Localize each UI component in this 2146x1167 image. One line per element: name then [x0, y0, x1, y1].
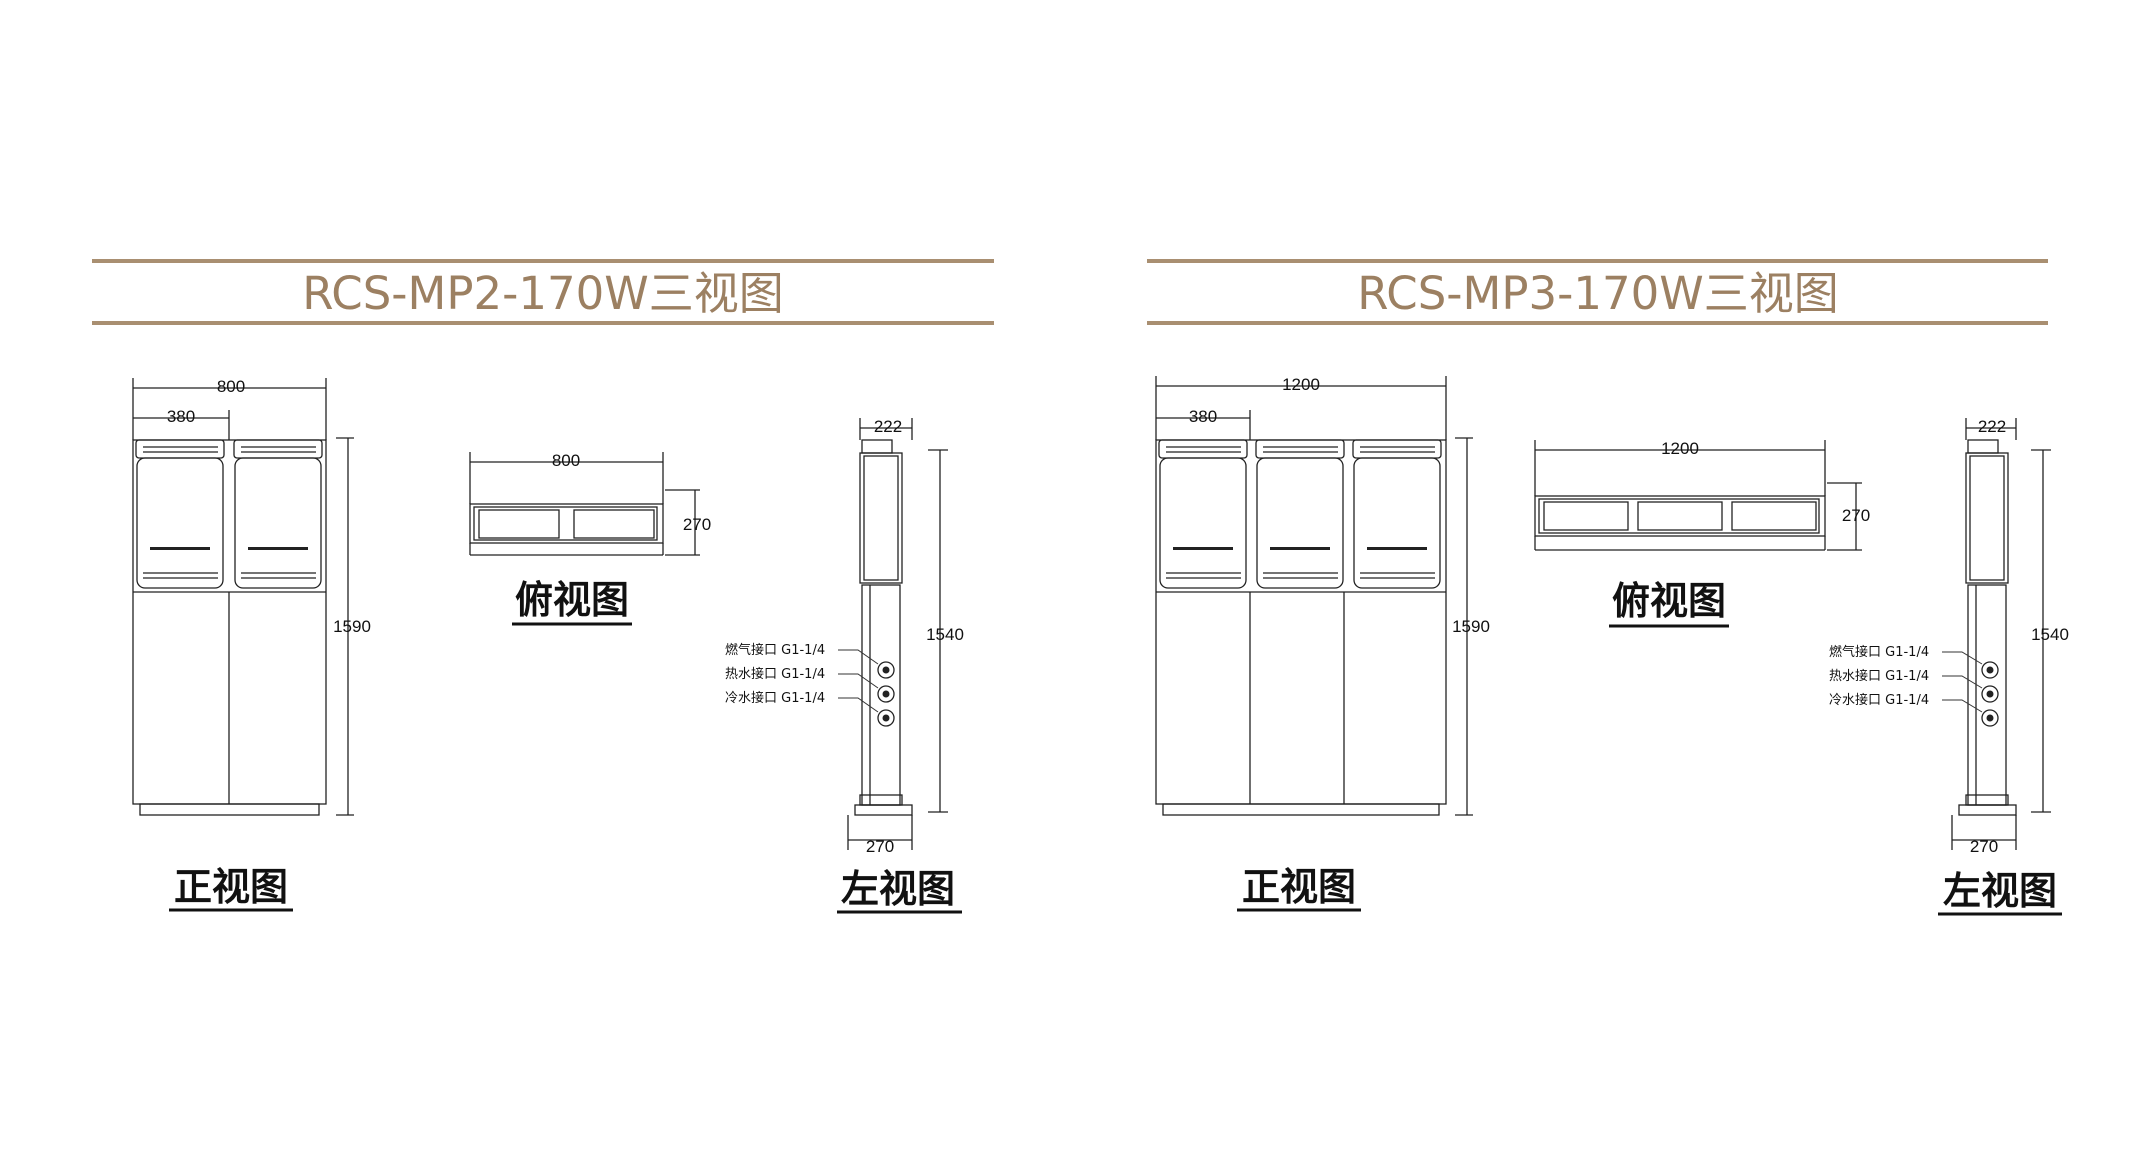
front-view-label: 正视图	[174, 865, 288, 909]
dim-side-base: 270	[866, 837, 894, 856]
front-view-label: 正视图	[1242, 865, 1356, 909]
side-view-label: 左视图	[841, 867, 955, 911]
dim-side-height: 1540	[2031, 625, 2069, 644]
dim-front-width: 1200	[1282, 375, 1320, 394]
display-bar	[150, 547, 210, 550]
panel-title: RCS-MP3-170W三视图	[1357, 267, 1838, 320]
dim-front-height: 1590	[1452, 617, 1490, 636]
dim-top-depth: 270	[683, 515, 711, 534]
connection-label-gas: 燃气接口 G1-1/4	[725, 642, 825, 658]
display-bar	[1270, 547, 1330, 550]
dim-unit-width: 380	[167, 407, 195, 426]
dim-top-width: 800	[552, 451, 580, 470]
connection-label-gas: 燃气接口 G1-1/4	[1829, 644, 1929, 660]
side-view: 燃气接口 G1-1/4 热水接口 G1-1/4 冷水接口 G1-1/4 222 …	[725, 417, 964, 914]
dim-front-height: 1590	[333, 617, 371, 636]
dim-front-width: 800	[217, 377, 245, 396]
top-view-label: 俯视图	[515, 578, 629, 622]
panel-title: RCS-MP2-170W三视图	[302, 267, 783, 320]
dim-unit-width: 380	[1189, 407, 1217, 426]
dim-side-top: 222	[1978, 417, 2006, 436]
top-view-label: 俯视图	[1612, 579, 1726, 623]
side-view: 燃气接口 G1-1/4 热水接口 G1-1/4 冷水接口 G1-1/4 222 …	[1829, 417, 2069, 916]
dim-top-width: 1200	[1661, 439, 1699, 458]
dim-side-base: 270	[1970, 837, 1998, 856]
dim-side-height: 1540	[926, 625, 964, 644]
connection-label-cold: 冷水接口 G1-1/4	[1829, 692, 1929, 708]
front-view: 1200 380 1590 正视图	[1155, 375, 1490, 912]
connection-label-hot: 热水接口 G1-1/4	[725, 666, 825, 682]
dim-top-depth: 270	[1842, 506, 1870, 525]
connection-label-hot: 热水接口 G1-1/4	[1829, 668, 1929, 684]
display-bar	[1367, 547, 1427, 550]
display-bar	[1173, 547, 1233, 550]
connection-label-cold: 冷水接口 G1-1/4	[725, 690, 825, 706]
pipe-connections	[838, 649, 895, 727]
pipe-connections	[1942, 651, 1999, 727]
side-view-label: 左视图	[1943, 869, 2057, 913]
panel-mp3: RCS-MP3-170W三视图	[1147, 259, 2069, 916]
display-bar	[248, 547, 308, 550]
top-view: 1200 270 俯视图	[1534, 439, 1870, 628]
dim-side-top: 222	[874, 417, 902, 436]
top-view: 800 270 俯视图	[469, 451, 711, 626]
panel-mp2: RCS-MP2-170W三视图	[92, 259, 994, 914]
front-view: 800 380 1590 正视图	[132, 377, 371, 912]
